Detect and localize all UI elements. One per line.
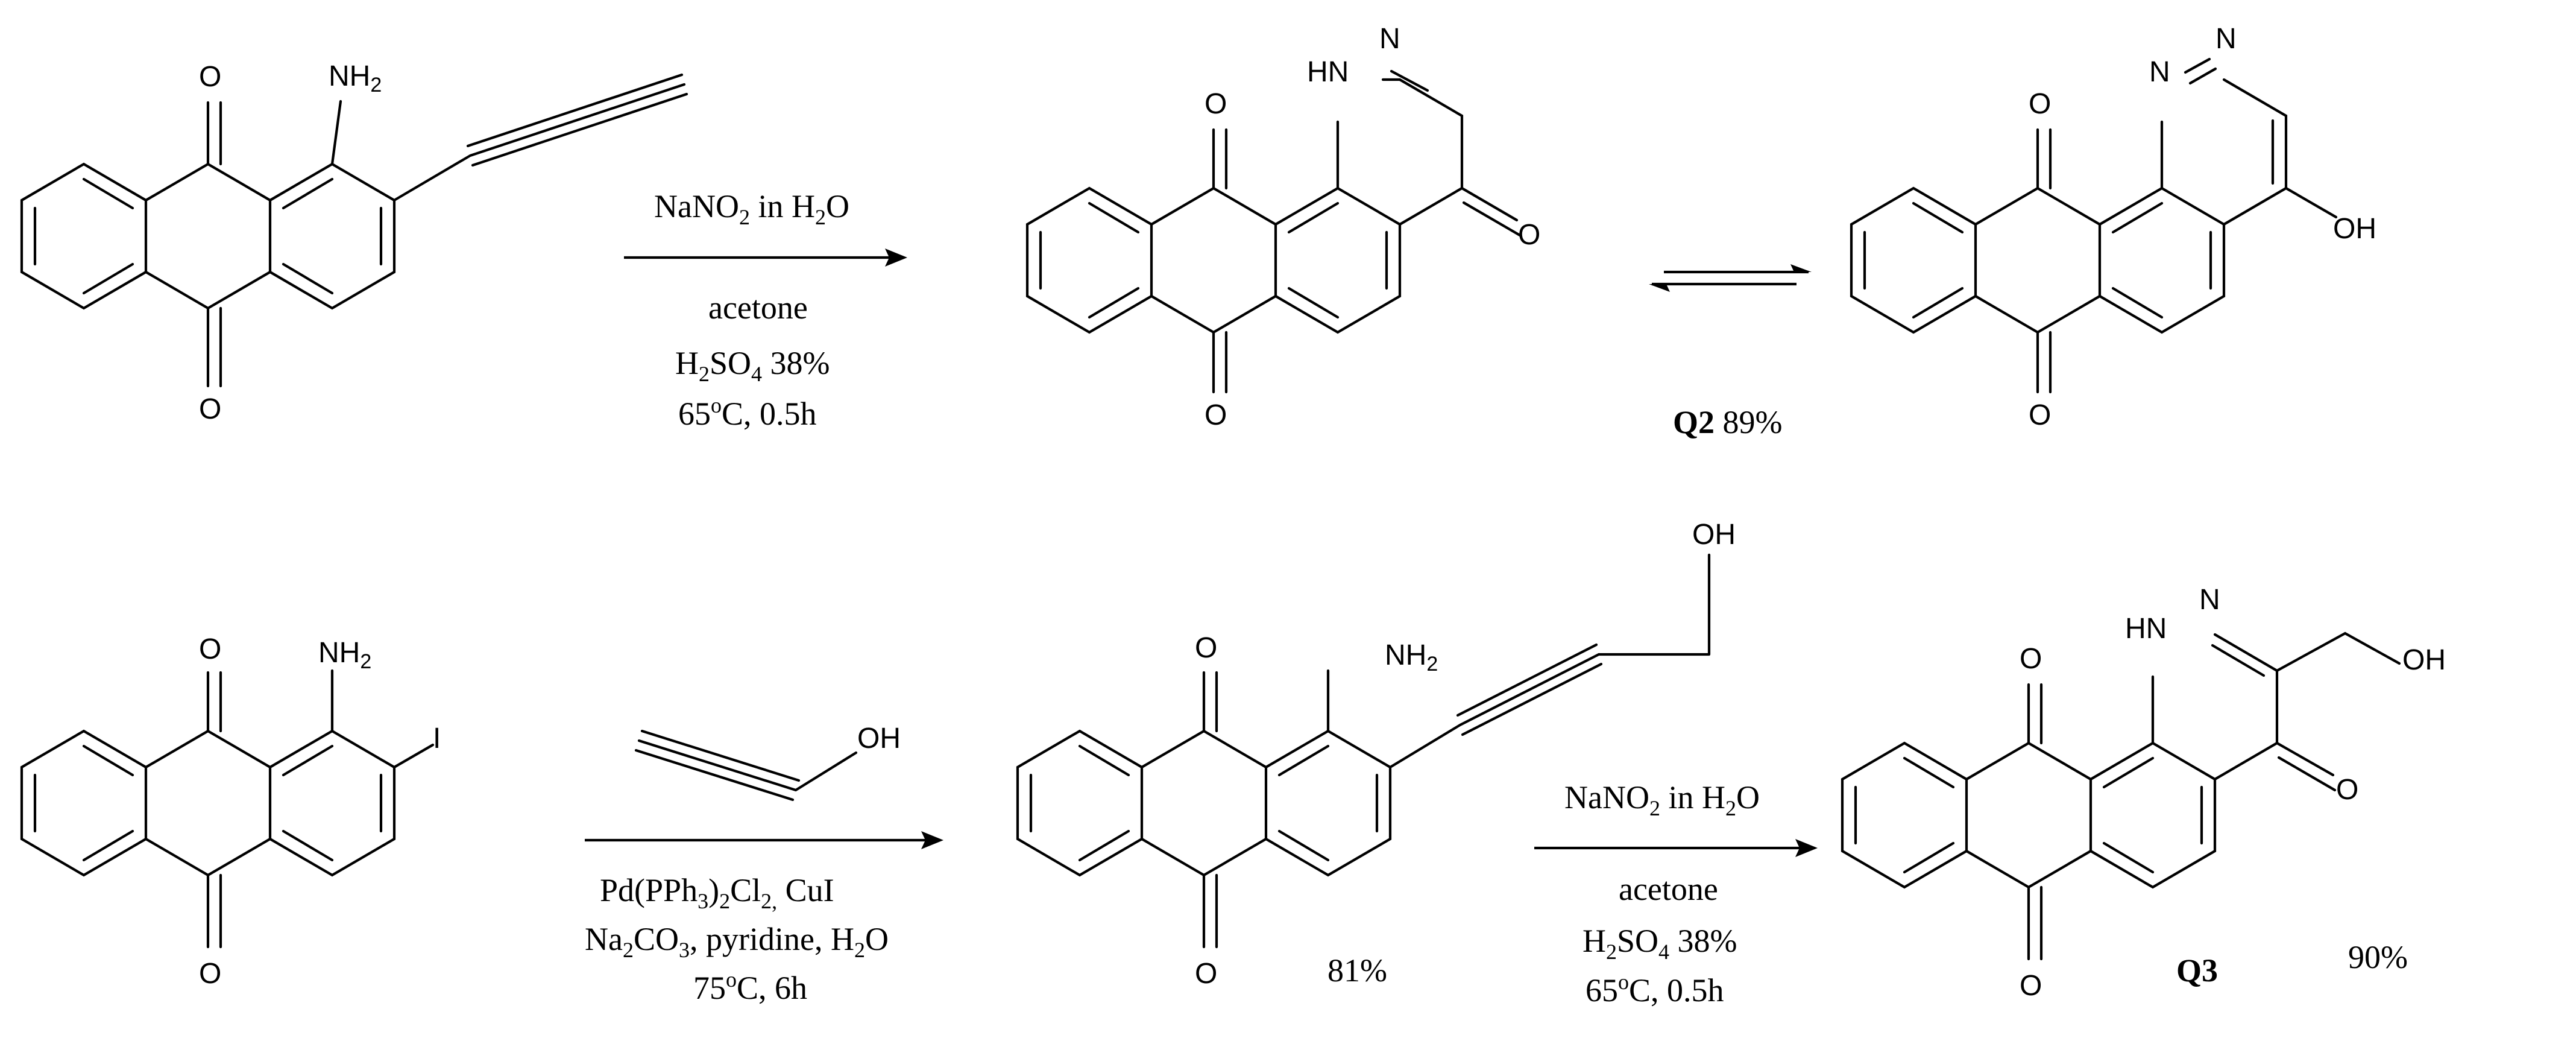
nh2-bond xyxy=(330,100,342,166)
condition-line-temperature: 65oC, 0.5h xyxy=(1586,970,1724,1008)
oxygen-label: O xyxy=(199,633,221,665)
propargyl-alcohol-reagent: OH xyxy=(634,723,901,802)
condition-line-acid: H2SO4 38% xyxy=(1582,923,1737,964)
iodine-label: I xyxy=(433,723,441,755)
nitrogen-label: N xyxy=(2149,56,2170,88)
conditions-2: Pd(PPh3)2Cl2, CuI Na2CO3, pyridine, H2O … xyxy=(585,872,889,1006)
reaction-arrow-3 xyxy=(1534,839,1818,857)
hydroxyl-label: OH xyxy=(857,723,901,755)
intermediate-yield: 81% xyxy=(1327,952,1387,989)
reaction-arrow-1 xyxy=(624,248,907,267)
hydroxyl-label: OH xyxy=(2402,644,2446,676)
carbonyl-top xyxy=(206,101,222,166)
amino-label: NH2 xyxy=(1385,639,1438,676)
ring-a xyxy=(20,162,148,310)
oxygen-label: O xyxy=(2020,643,2042,675)
product-label-q2: Q2 89% xyxy=(1673,404,1783,440)
conditions-1: NaNO2 in H2O acetone H2SO4 38% 65oC, 0.5… xyxy=(654,188,849,432)
condition-line-temperature: 65oC, 0.5h xyxy=(678,393,817,432)
condition-line-acid: H2SO4 38% xyxy=(675,345,830,386)
carbonyl-bottom xyxy=(206,306,222,388)
oxygen-label: O xyxy=(1205,399,1227,431)
condition-line-solvent: acetone xyxy=(1619,871,1718,907)
condition-line-temperature: 75oC, 6h xyxy=(693,967,807,1006)
oxygen-label: O xyxy=(2029,399,2051,431)
oxygen-label: O xyxy=(199,958,221,990)
hn-label: HN xyxy=(2125,613,2167,645)
product-label-q3: Q3 xyxy=(2176,952,2218,989)
oxygen-label: O xyxy=(199,61,221,93)
nitrogen-label: N xyxy=(2199,584,2220,616)
amino-label: NH2 xyxy=(329,60,382,97)
condition-line-reagent: NaNO2 in H2O xyxy=(654,188,849,229)
molecule-aminoethynylanthraquinone: O O NH2 xyxy=(20,60,688,425)
product-yield-q3: 90% xyxy=(2348,939,2408,975)
condition-line-base: Na2CO3, pyridine, H2O xyxy=(585,921,889,962)
nitrogen-label: N xyxy=(2215,23,2237,55)
reaction-arrow-2 xyxy=(585,831,943,849)
oxygen-label: O xyxy=(1195,632,1217,664)
molecule-q3: O O HN N O OH xyxy=(1841,584,2446,1002)
molecule-q2-enol: O O N N OH xyxy=(1850,23,2376,431)
oxygen-label: O xyxy=(2029,88,2051,120)
hn-label: HN xyxy=(1307,56,1349,88)
oxygen-label: O xyxy=(1195,958,1217,990)
conditions-3: NaNO2 in H2O acetone H2SO4 38% 65oC, 0.5… xyxy=(1564,779,1760,1008)
hydroxyl-label: OH xyxy=(2333,213,2376,245)
ring-b xyxy=(144,162,272,310)
hydroxyl-label: OH xyxy=(1692,519,1736,551)
molecule-q2-keto: O O HN N O xyxy=(1025,23,1540,431)
condition-line-reagent: NaNO2 in H2O xyxy=(1564,779,1760,820)
ring-c xyxy=(268,162,396,310)
condition-line-catalyst: Pd(PPh3)2Cl2, CuI xyxy=(600,872,834,913)
oxygen-label: O xyxy=(199,393,221,425)
ethynyl-bond xyxy=(392,73,688,202)
oxygen-label: O xyxy=(2336,774,2358,806)
oxygen-label: O xyxy=(1205,88,1227,120)
oxygen-label: O xyxy=(2020,970,2042,1002)
equilibrium-arrows xyxy=(1649,264,1812,292)
condition-line-solvent: acetone xyxy=(708,290,808,326)
oxygen-label: O xyxy=(1518,219,1540,251)
amino-label: NH2 xyxy=(318,637,371,673)
molecule-intermediate-alkynol: O O NH2 OH xyxy=(1016,519,1736,990)
molecule-aminoiodoanthraquinone: O O NH2 I xyxy=(20,633,441,990)
nitrogen-label: N xyxy=(1379,23,1400,55)
